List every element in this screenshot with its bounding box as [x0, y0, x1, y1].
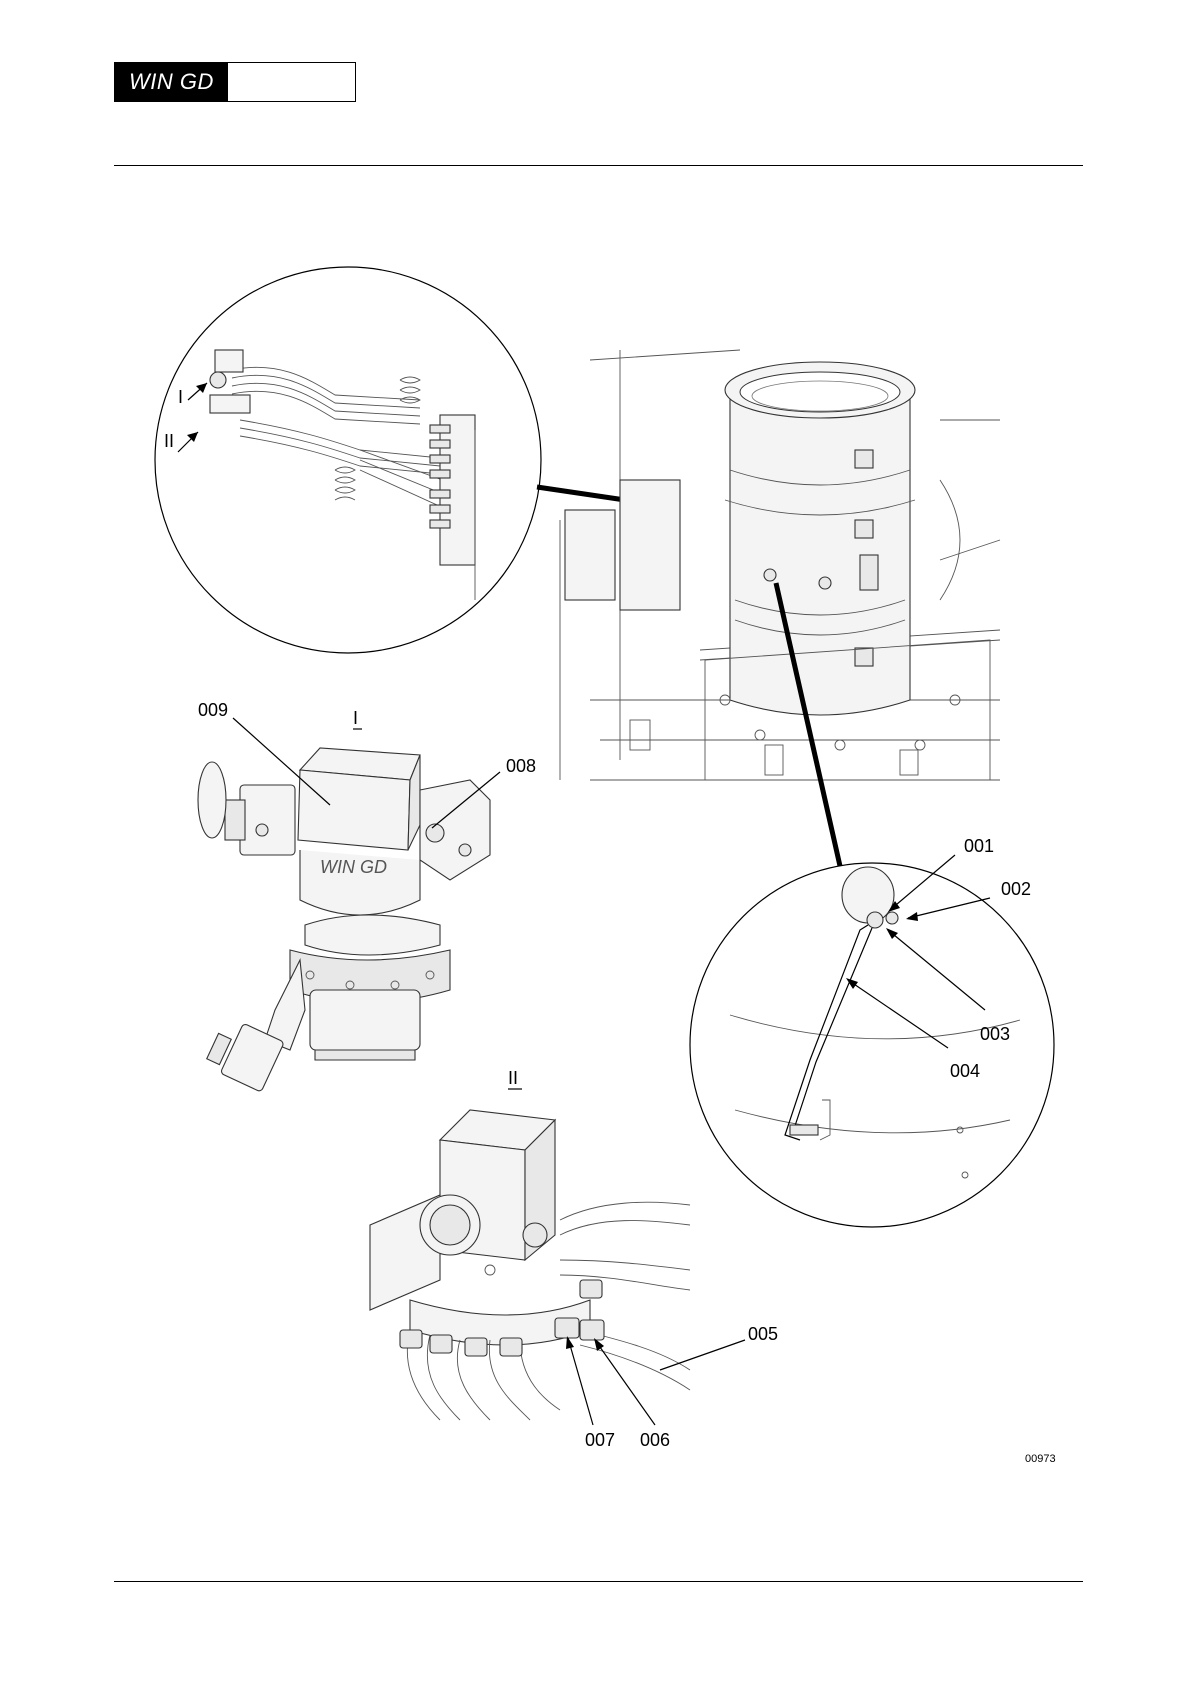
callout-009: 009: [198, 700, 228, 720]
body-logo-text: WIN GD: [320, 857, 387, 877]
callout-006: 006: [640, 1430, 670, 1450]
callout-004: 004: [950, 1061, 980, 1081]
callout-001: 001: [964, 836, 994, 856]
detail-arrow-i-label: I: [178, 387, 183, 407]
callout-005: 005: [748, 1324, 778, 1344]
engine-assembly: [560, 350, 1000, 780]
view-i-label: I: [353, 708, 358, 728]
view-ii-label: II: [508, 1068, 518, 1088]
callout-002: 002: [1001, 879, 1031, 899]
detail-circle-top: I II: [155, 267, 541, 653]
view-i-assembly: I WIN GD 009 008: [198, 700, 536, 1092]
callout-007: 007: [585, 1430, 615, 1450]
callout-008: 008: [506, 756, 536, 776]
detail-leader-top: [537, 487, 625, 500]
figure-id: 00973: [1025, 1453, 1056, 1465]
detail-arrow-ii-label: II: [164, 431, 174, 451]
detail-circle-right: 001 002 003 004: [690, 836, 1054, 1227]
callout-003: 003: [980, 1024, 1010, 1044]
